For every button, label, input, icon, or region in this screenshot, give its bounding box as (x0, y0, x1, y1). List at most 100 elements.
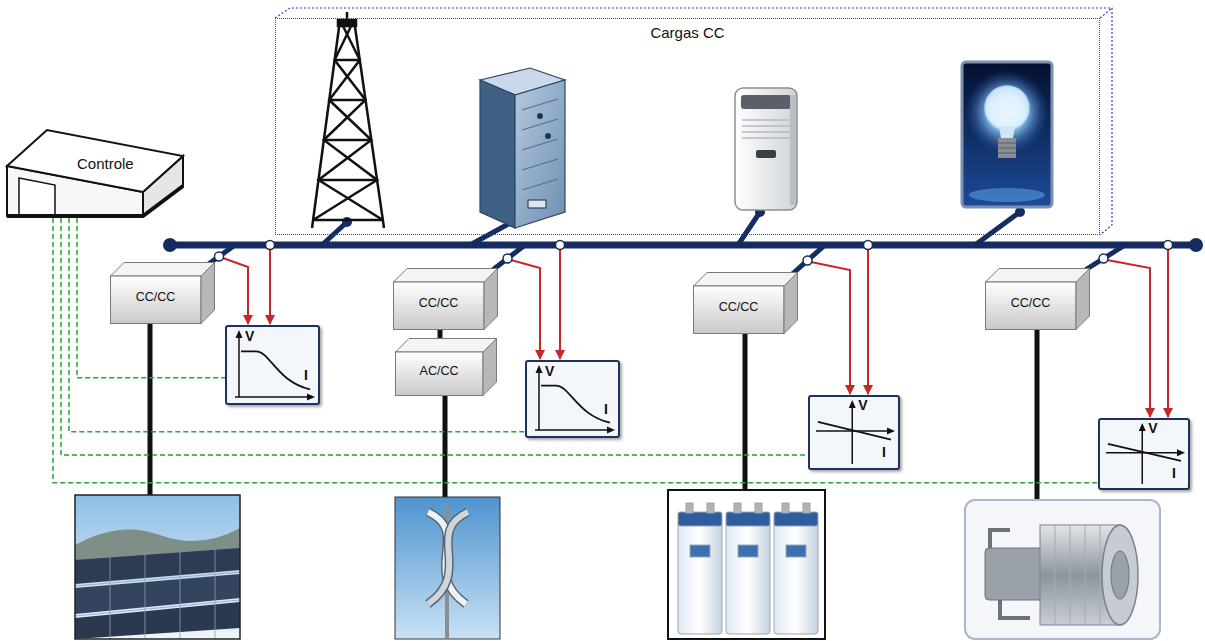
telecom-tower (312, 20, 340, 228)
load-tap (322, 207, 1025, 245)
axis-label: V (545, 363, 554, 379)
vi-curve-plot-shape (227, 327, 318, 403)
telecom-tower (354, 20, 384, 228)
source-feeder (148, 320, 153, 496)
converter-box: CC/CC (110, 262, 215, 324)
vi-curve-plot-shape (235, 396, 312, 398)
converter-box: AC/CC (395, 338, 497, 396)
vi-curve-plot-shape (236, 330, 243, 338)
droop-plot: VI (1098, 418, 1190, 490)
solar-panels (75, 495, 240, 639)
converter-box: CC/CC (985, 268, 1090, 330)
battery-bank (738, 545, 758, 557)
light-bulb (962, 62, 1052, 207)
converter-tap (203, 245, 1125, 276)
air-conditioner (741, 95, 791, 109)
load-tap (738, 212, 760, 245)
measuring-point (1099, 254, 1108, 263)
load-tap (342, 217, 352, 227)
axis-label: V (858, 397, 867, 413)
server-rack (546, 134, 551, 139)
measuring-point (266, 241, 275, 250)
dc-bus (163, 238, 177, 252)
converter-box-shape (986, 269, 1090, 283)
load-tap (470, 222, 512, 245)
droop-plot-shape (849, 400, 856, 408)
battery-bank (755, 503, 762, 513)
converter-tap (1082, 245, 1125, 272)
converter-box-shape (396, 352, 484, 396)
power-link (438, 330, 443, 338)
source-feeder (743, 330, 748, 491)
droop-plot-shape (851, 403, 853, 464)
measurement-arrow (1107, 260, 1150, 417)
server-rack (538, 114, 543, 119)
converter-box-shape (1076, 269, 1090, 330)
source-feeder (1035, 326, 1040, 501)
load-group-band-shape (276, 19, 1099, 234)
battery-bank (726, 522, 770, 634)
converter-label: CC/CC (1011, 295, 1051, 311)
air-conditioner (735, 88, 797, 210)
control-unit-shape (19, 178, 55, 216)
converter-box-shape (483, 339, 497, 396)
vi-curve-plot-shape (536, 365, 543, 373)
battery-bank (803, 503, 810, 513)
battery-bank (686, 503, 693, 513)
vi-curve-plot-shape (535, 429, 612, 431)
converter-box-shape (394, 282, 485, 330)
droop-plot-shape (818, 422, 891, 440)
battery-bank (774, 512, 818, 526)
measuring-point (503, 254, 512, 263)
server-rack (522, 99, 558, 190)
server-rack (480, 68, 565, 228)
vi-curve-plot-shape (307, 394, 315, 401)
control-unit: Controle (5, 126, 185, 218)
solar-panels (75, 549, 240, 639)
flywheel (1111, 551, 1129, 599)
droop-plot: VI (808, 395, 900, 470)
control-unit-shape (7, 186, 183, 216)
measuring-point (803, 256, 812, 265)
light-bulb (985, 86, 1029, 130)
battery-bank (734, 503, 741, 513)
telecom-tower (313, 20, 377, 220)
vi-curve-plot: VI (525, 360, 620, 438)
converter-box: CC/CC (393, 268, 498, 330)
group-title: Cargas CC (650, 25, 724, 41)
axis-label: I (604, 401, 608, 417)
vi-curve-plot-shape (241, 351, 310, 389)
axis-label: I (1172, 465, 1176, 481)
converter-label: CC/CC (419, 295, 459, 311)
battery-bank (782, 503, 789, 513)
control-link (69, 218, 525, 432)
vi-curve-plot-shape (538, 368, 540, 430)
load-tap (975, 212, 1020, 245)
measuring-point (215, 252, 224, 261)
converter-box-shape (784, 273, 798, 334)
converter-tap (490, 245, 525, 272)
light-bulb (962, 62, 1052, 207)
flywheel (965, 500, 1160, 639)
axis-label: I (304, 367, 308, 383)
battery-bank (668, 490, 825, 639)
server-rack (480, 80, 515, 228)
solar-panels (75, 495, 240, 639)
telecom-tower (319, 20, 383, 220)
battery-bank (690, 545, 710, 557)
light-bulb (969, 188, 1045, 202)
flywheel (965, 500, 1160, 639)
converter-box-shape (394, 269, 498, 283)
converter-box-shape (694, 286, 785, 334)
converter-tap (790, 245, 825, 276)
source-feeder (150, 320, 1037, 501)
converter-box-shape (986, 282, 1077, 330)
droop-plot-shape (1139, 423, 1146, 431)
measurement-arrow (223, 258, 248, 324)
vi-curve-plot-shape (238, 333, 240, 397)
unit-label: Controle (77, 156, 134, 172)
flywheel (1102, 525, 1138, 625)
axis-label: I (882, 444, 886, 460)
battery-bank (678, 522, 722, 634)
